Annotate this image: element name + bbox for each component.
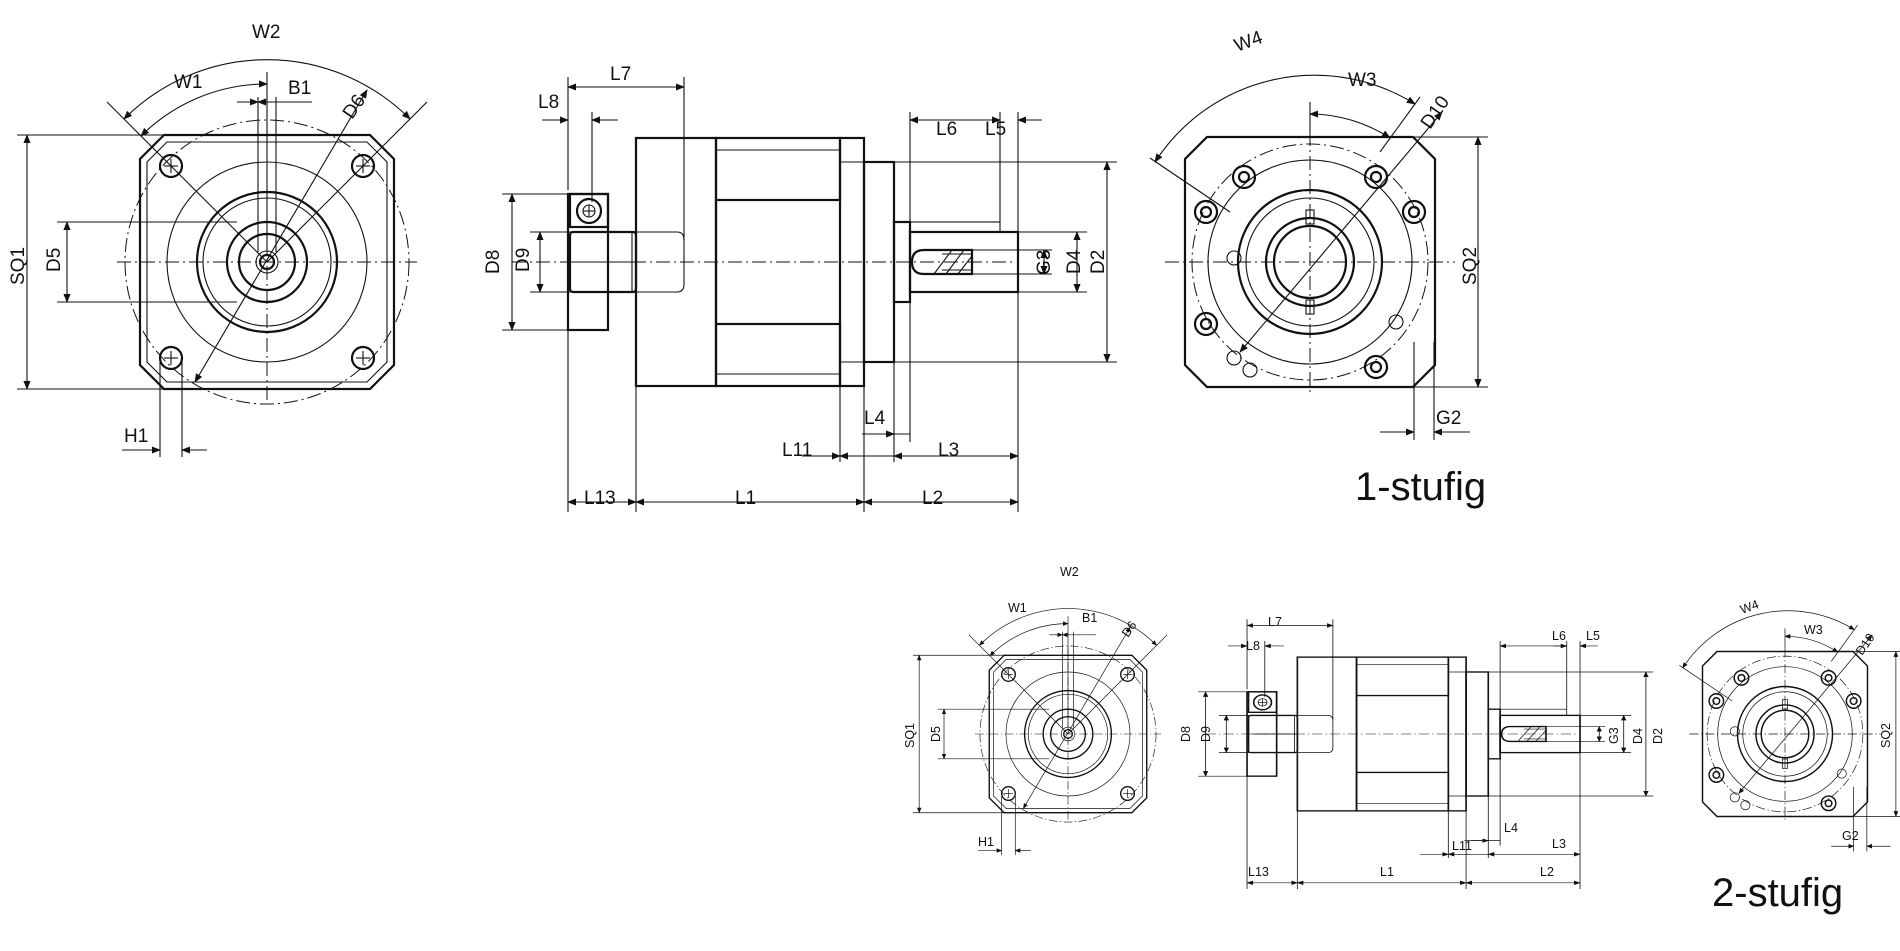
label-l1: L1 [735, 488, 756, 509]
label2-l2: L2 [1540, 865, 1554, 879]
label-l4: L4 [864, 408, 886, 429]
label2-w2: W2 [1060, 565, 1079, 579]
stage2-front-view: W2 W1 B1 D6 SQ1 D5 H1 [903, 565, 1167, 855]
label2-w1: W1 [1008, 601, 1027, 615]
stage1-front-view: W2 W1 B1 D6 SQ1 D5 H1 [8, 22, 427, 457]
label-w1: W1 [174, 72, 203, 93]
label-w3: W3 [1348, 70, 1377, 91]
stage1-rear-view: W4 W3 D10 SQ2 G2 [1150, 27, 1488, 440]
label-g2: G2 [1436, 408, 1461, 429]
label2-l1: L1 [1380, 865, 1394, 879]
stage2-side-view: L7 L8 L6 L5 D8 D9 G3 D4 D2 L4 L11 L3 L13… [1179, 615, 1665, 889]
label-l2: L2 [922, 488, 943, 509]
label2-l7: L7 [1268, 615, 1282, 629]
label-w2: W2 [252, 22, 281, 43]
label2-d9: D9 [1199, 726, 1213, 742]
label-d9: D9 [513, 248, 534, 272]
label2-g2: G2 [1842, 829, 1859, 843]
label-sq2: SQ2 [1460, 247, 1481, 285]
label2-l5: L5 [1586, 629, 1600, 643]
label2-d6: D6 [1119, 619, 1140, 640]
label-d10: D10 [1417, 92, 1454, 133]
label-l6: L6 [936, 119, 957, 140]
label-w4: W4 [1232, 27, 1266, 57]
label-d2: D2 [1088, 250, 1109, 274]
label-l3: L3 [938, 440, 959, 461]
label-l13: L13 [584, 488, 616, 509]
label2-l11: L11 [1452, 839, 1472, 853]
label2-d5: D5 [929, 726, 943, 742]
stage2-title: 2-stufig [1712, 871, 1843, 915]
label2-d8: D8 [1179, 726, 1193, 742]
label2-d2: D2 [1651, 728, 1665, 744]
label2-sq2: SQ2 [1879, 723, 1893, 748]
label-d4: D4 [1064, 249, 1085, 274]
stage2-rear-view: W4 W3 D10 SQ2 G2 [1679, 597, 1900, 851]
stage1-side-view: L7 L8 L6 L5 D8 D9 G3 D4 D2 L4 L11 L3 L13… [483, 64, 1117, 512]
label-sq1: SQ1 [8, 247, 29, 285]
label-h1: H1 [124, 426, 148, 447]
label-b1: B1 [288, 78, 311, 99]
label2-d4: D4 [1631, 728, 1645, 744]
label2-l4: L4 [1504, 821, 1518, 835]
label2-b1: B1 [1082, 611, 1097, 625]
label-g3: G3 [1034, 250, 1055, 275]
label2-h1: H1 [978, 835, 994, 849]
label-l11: L11 [782, 440, 812, 461]
label-d5: D5 [44, 248, 65, 272]
label2-w4: W4 [1738, 597, 1760, 617]
label2-l13: L13 [1248, 865, 1269, 879]
label-l8: L8 [538, 92, 559, 113]
label2-l3: L3 [1552, 837, 1566, 851]
label-d6: D6 [339, 91, 370, 123]
label2-w3: W3 [1804, 623, 1823, 637]
stage1-title: 1-stufig [1355, 465, 1486, 509]
label-l7: L7 [610, 64, 631, 85]
label-d8: D8 [483, 250, 504, 274]
label2-g3: G3 [1607, 727, 1621, 744]
label2-sq1: SQ1 [903, 723, 917, 748]
label2-l8: L8 [1246, 639, 1260, 653]
label2-l6: L6 [1552, 629, 1566, 643]
label-l5: L5 [985, 119, 1006, 140]
